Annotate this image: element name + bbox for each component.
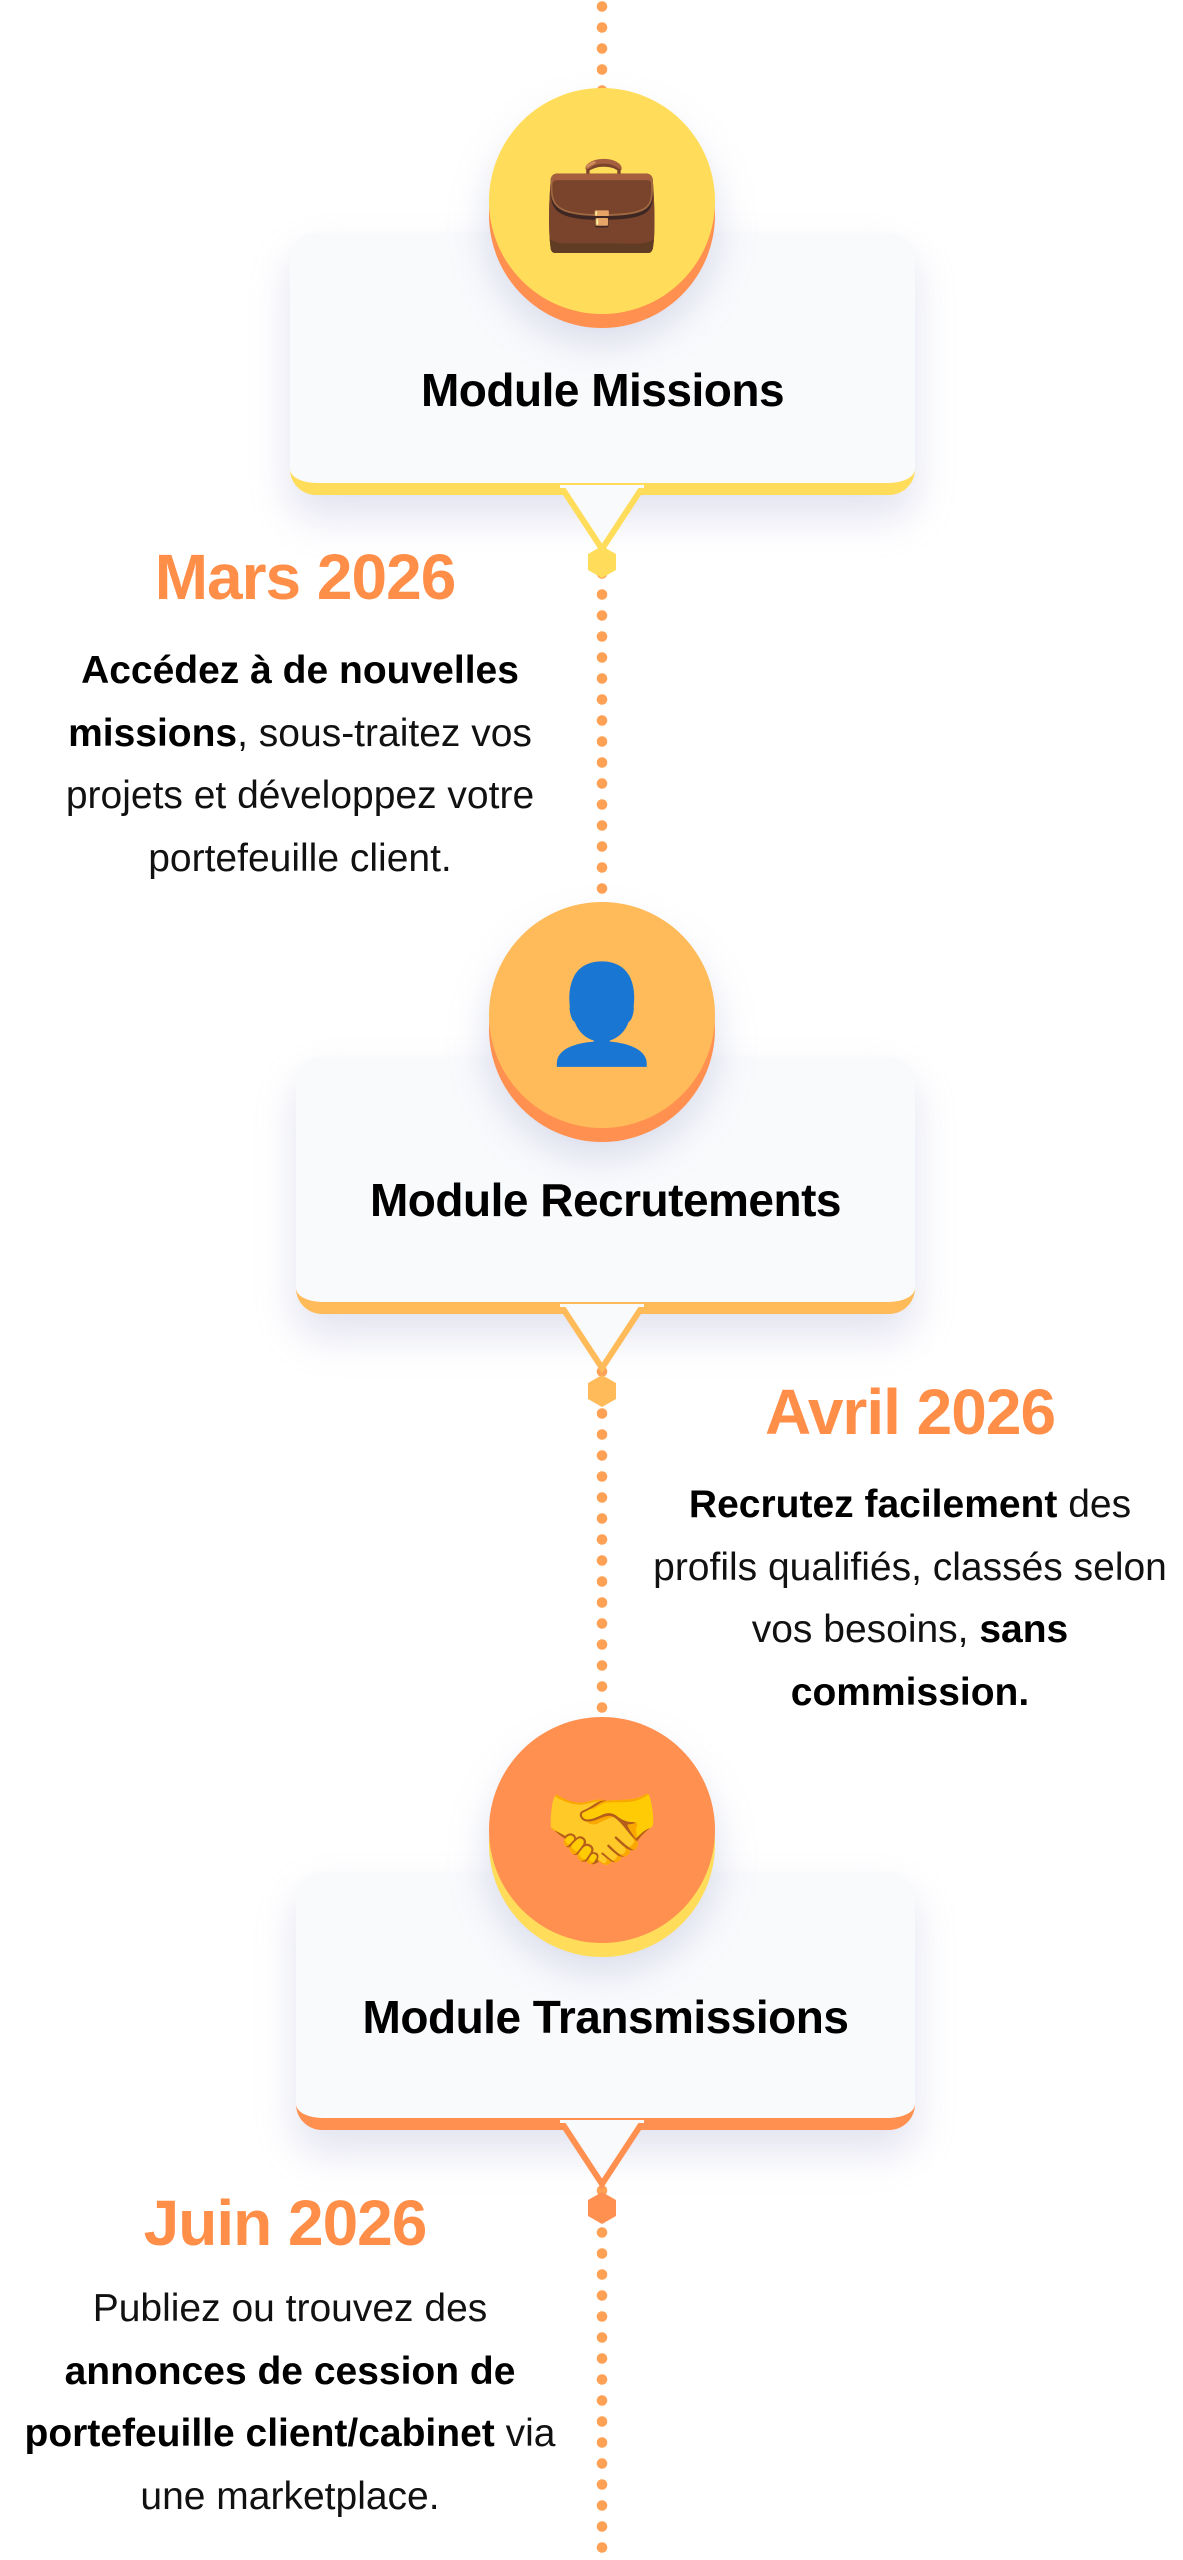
module-title: Module Transmissions xyxy=(362,1991,849,2043)
desc-text: , sous-traitez vos projets et développez… xyxy=(65,711,535,880)
desc-text: via une marketplace. xyxy=(140,2412,556,2518)
module-date: Avril 2026 xyxy=(764,1376,1056,1448)
timeline-marker xyxy=(588,2192,616,2224)
desc-bold: Accédez à de nouvelles missions xyxy=(68,649,519,755)
person-silhouette-icon: 👤 xyxy=(542,961,662,1068)
desc-text: des profils qualifiés, classés selon vos… xyxy=(653,1483,1167,1651)
desc-bold: Recrutez facilement xyxy=(688,1483,1058,1526)
module-date: Juin 2026 xyxy=(143,2187,428,2259)
module-title: Module Missions xyxy=(420,364,785,416)
module-missions-card: Module Missions xyxy=(290,233,915,495)
briefcase-icon: 💼 xyxy=(542,147,662,254)
module-description: Recrutez facilement des profils qualifié… xyxy=(640,1474,1180,1724)
module-icon-circle: 🤝 xyxy=(489,1717,715,1943)
module-date: Mars 2026 xyxy=(154,541,457,613)
module-icon-circle: 💼 xyxy=(489,88,715,314)
module-title: Module Recrutements xyxy=(369,1174,842,1226)
module-icon-circle: 👤 xyxy=(489,902,715,1128)
card-pointer xyxy=(560,2120,644,2190)
timeline-marker xyxy=(588,1375,616,1407)
card-pointer xyxy=(560,485,644,555)
module-description: Accédez à de nouvelles missions, sous-tr… xyxy=(20,640,580,890)
card-pointer xyxy=(560,1304,644,1374)
module-description: Publiez ou trouvez des annonces de cessi… xyxy=(10,2278,570,2528)
desc-text: Publiez ou trouvez des xyxy=(92,2287,488,2330)
handshake-icon: 🤝 xyxy=(542,1776,662,1883)
desc-bold: sans commission. xyxy=(790,1608,1069,1714)
desc-bold: annonces de cession de portefeuille clie… xyxy=(24,2349,516,2456)
